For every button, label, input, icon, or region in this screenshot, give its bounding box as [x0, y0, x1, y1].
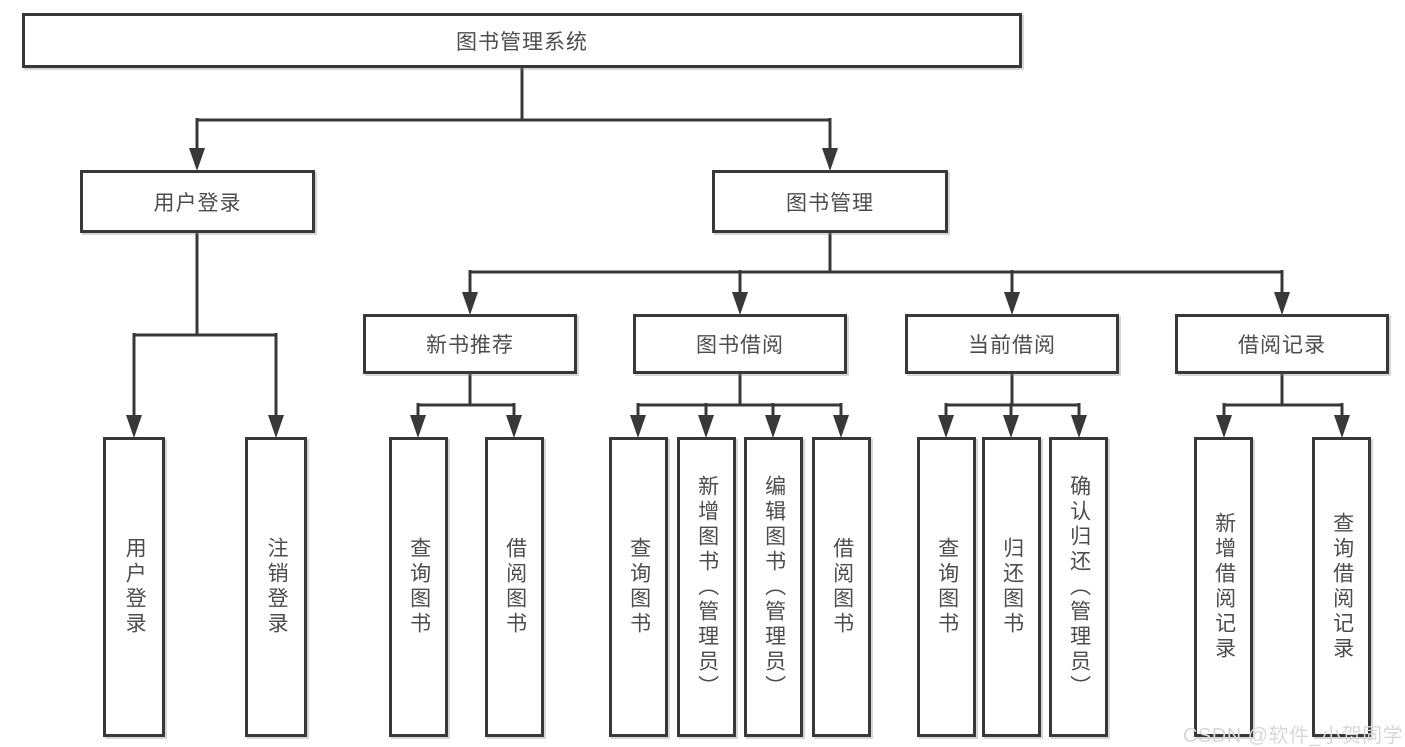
node-label: 查询图书: [407, 537, 431, 637]
node-current-borrowing: 当前借阅: [905, 314, 1119, 374]
leaf-add-borrowing-record: 新增借阅记录: [1194, 437, 1253, 737]
leaf-user-login: 用户登录: [103, 437, 165, 737]
node-label: 查询图书: [627, 537, 651, 637]
leaf-borrow-books-recommendation: 借阅图书: [485, 437, 544, 737]
node-label: 新书推荐: [426, 334, 514, 357]
node-label: 当前借阅: [968, 334, 1056, 357]
node-label: 借阅图书: [830, 537, 854, 637]
leaf-return-book: 归还图书: [982, 437, 1041, 737]
node-label: 图书管理系统: [456, 30, 588, 54]
node-label: 新增借阅记录: [1212, 512, 1236, 662]
node-library-management-system: 图书管理系统: [22, 13, 1022, 68]
node-new-book-recommendation: 新书推荐: [363, 314, 577, 374]
leaf-logout: 注销登录: [245, 437, 307, 737]
node-label: 注销登录: [265, 537, 289, 637]
node-label: 编辑图书（管理员）: [762, 474, 786, 700]
leaf-query-borrowing-record: 查询借阅记录: [1312, 437, 1371, 737]
node-label: 图书管理: [786, 191, 874, 215]
node-label: 查询借阅记录: [1330, 512, 1354, 662]
node-label: 借阅图书: [503, 537, 527, 637]
node-label: 查询图书: [935, 537, 959, 637]
node-label: 新增图书（管理员）: [695, 474, 719, 700]
node-label: 用户登录: [153, 191, 242, 215]
node-label: 图书借阅: [696, 334, 784, 357]
node-label: 借阅记录: [1238, 334, 1326, 357]
node-book-borrowing: 图书借阅: [633, 314, 847, 374]
node-label: 用户登录: [123, 537, 147, 637]
leaf-confirm-return-admin: 确认归还（管理员）: [1049, 437, 1108, 737]
leaf-query-books-borrowing: 查询图书: [609, 437, 668, 737]
leaf-query-books-current: 查询图书: [917, 437, 976, 737]
leaf-query-books-recommendation: 查询图书: [389, 437, 448, 737]
leaf-edit-book-admin: 编辑图书（管理员）: [744, 437, 803, 737]
leaf-add-book-admin: 新增图书（管理员）: [677, 437, 736, 737]
node-book-management: 图书管理: [712, 170, 948, 233]
csdn-watermark: CSDN @软件_小贺同学: [1183, 725, 1404, 747]
node-label: 归还图书: [1000, 537, 1024, 637]
node-borrowing-records: 借阅记录: [1175, 314, 1389, 374]
node-user-login: 用户登录: [80, 170, 315, 233]
leaf-borrow-books: 借阅图书: [812, 437, 871, 737]
node-label: 确认归还（管理员）: [1067, 474, 1091, 700]
